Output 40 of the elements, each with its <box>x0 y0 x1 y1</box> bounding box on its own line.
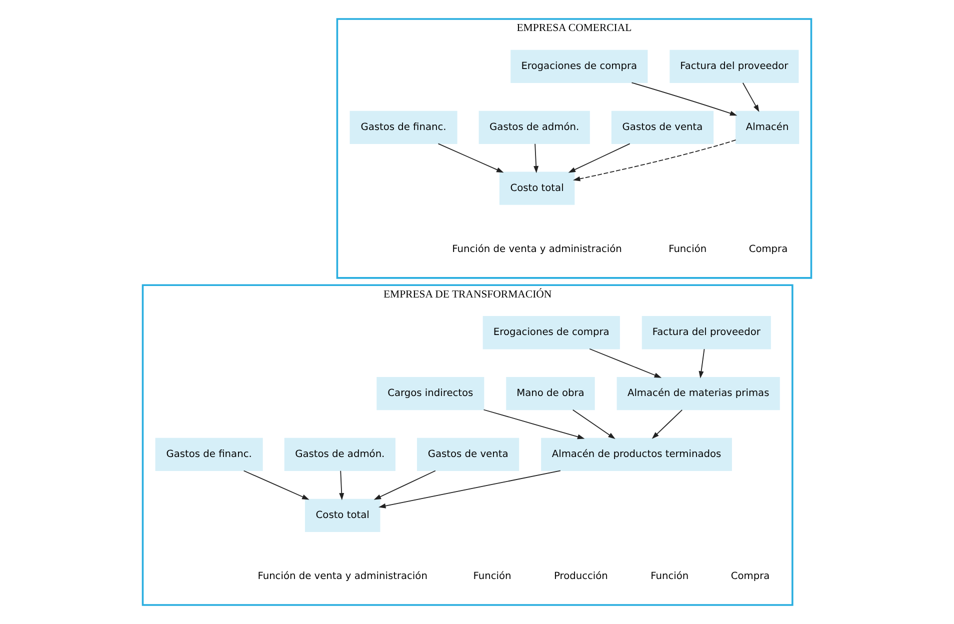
node-box: Gastos de admón. <box>478 110 590 144</box>
label: Función de venta y administración <box>258 570 428 582</box>
node-box: Gastos de financ. <box>155 438 263 472</box>
arrow <box>631 82 738 116</box>
node-box: Almacén de productos terminados <box>541 438 732 472</box>
arrow <box>698 348 705 378</box>
node-box: Factura del proveedor <box>642 316 771 350</box>
label: Función de venta y administración <box>452 244 622 255</box>
arrow <box>742 82 760 112</box>
label: Función <box>650 570 689 582</box>
label: Función <box>473 570 512 582</box>
arrow <box>652 410 683 439</box>
node-box: Gastos de venta <box>611 110 714 144</box>
arrow <box>568 143 630 173</box>
arrow <box>378 470 561 508</box>
node-box: Gastos de financ. <box>350 110 458 144</box>
label: Producción <box>554 570 608 582</box>
arrow <box>339 470 344 500</box>
node-box: Cargos indirectos <box>376 376 484 410</box>
label: Compra <box>730 570 770 582</box>
node-box: Costo total <box>304 498 380 532</box>
arrow <box>374 470 436 500</box>
node-box: Factura del proveedor <box>670 50 799 84</box>
label: Función <box>668 244 707 255</box>
node-box: Erogaciones de compra <box>482 316 620 350</box>
arrow <box>534 143 539 174</box>
label: Compra <box>748 244 788 255</box>
arrow <box>483 409 585 440</box>
arrow <box>589 348 662 378</box>
node-box: Costo total <box>499 172 575 205</box>
node-box: Gastos de venta <box>416 438 520 472</box>
arrow <box>572 139 736 182</box>
arrow <box>572 409 616 440</box>
arrow <box>438 143 504 173</box>
arrow <box>243 470 310 500</box>
node-box: Mano de obra <box>506 376 595 410</box>
node-box: Almacén <box>736 110 800 144</box>
node-box: Almacén de materias primas <box>616 376 780 410</box>
node-box: Gastos de admón. <box>284 438 396 472</box>
node-box: Erogaciones de compra <box>510 50 648 84</box>
